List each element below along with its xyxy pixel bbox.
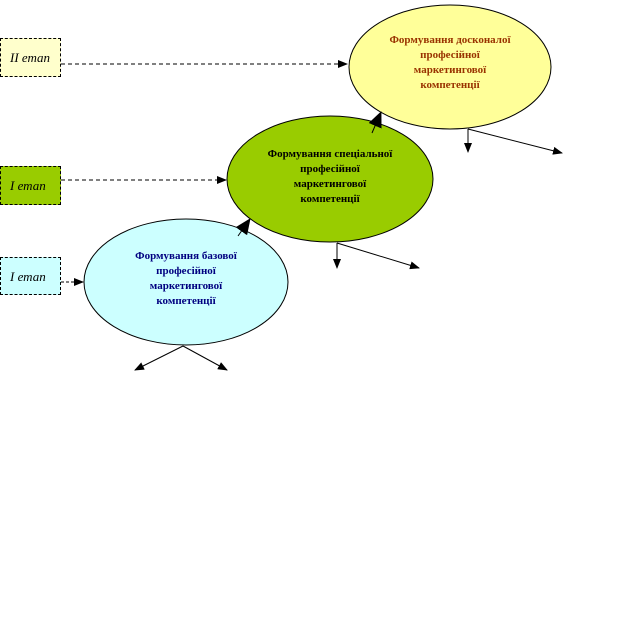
- node-label-basic-competence: Формування базової професійної маркетинг…: [106, 249, 266, 309]
- node-label-line: компетенції: [156, 295, 216, 307]
- stage-label: II етап: [10, 50, 51, 65]
- node-label-line: професійної: [300, 163, 360, 175]
- mid-output-arrow-right: [336, 242, 420, 270]
- node-label-line: професійної: [420, 49, 480, 61]
- node-label-line: Формування спеціальної: [267, 148, 393, 160]
- stage-box-i-special: I етап: [0, 166, 61, 205]
- stage-label: I етап: [10, 178, 46, 193]
- node-label-line: компетенції: [420, 79, 480, 91]
- progression-arrow-mid-to-top: [368, 111, 382, 134]
- progression-arrow-bot-to-mid: [235, 218, 251, 237]
- node-label-line: професійної: [156, 265, 216, 277]
- bot-output-arrow-left: [134, 345, 184, 371]
- top-output-arrow-right: [467, 128, 563, 155]
- node-label-line: Формування базової: [135, 250, 237, 262]
- node-ellipse-basic-competence: [83, 218, 289, 346]
- node-label-perfect-competence: Формування досконалої професійної маркет…: [366, 33, 534, 93]
- node-ellipse-perfect-competence: [348, 4, 552, 130]
- node-label-line: маркетингової: [149, 280, 223, 292]
- bot-output-arrow-right: [182, 345, 228, 371]
- node-ellipse-special-competence: [226, 115, 434, 243]
- node-label-line: маркетингової: [293, 178, 367, 190]
- node-label-line: Формування досконалої: [389, 34, 511, 46]
- node-label-line: компетенції: [300, 193, 360, 205]
- node-label-special-competence: Формування спеціальної професійної марке…: [248, 147, 412, 207]
- stage-box-i-basic: I етап: [0, 257, 61, 295]
- node-label-line: маркетингової: [413, 64, 487, 76]
- stage-box-ii: II етап: [0, 38, 61, 77]
- stage-label: I етап: [10, 269, 46, 284]
